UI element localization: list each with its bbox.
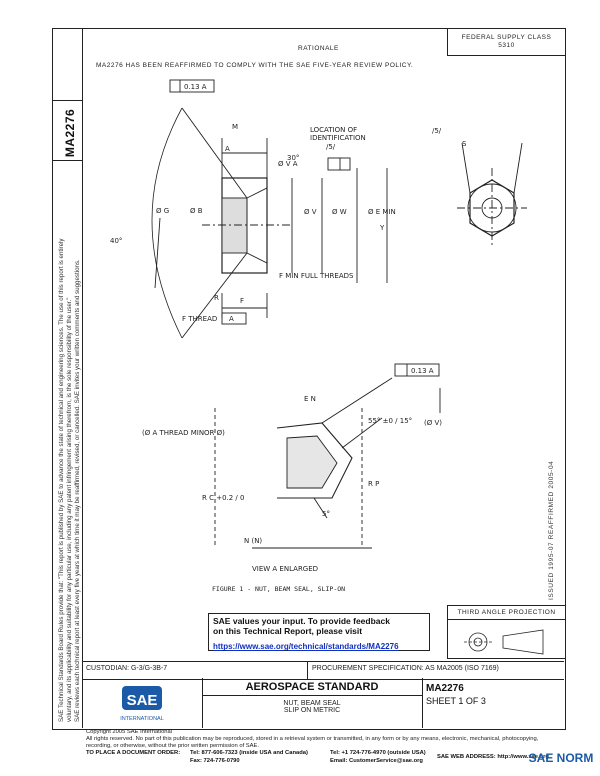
copyright: Copyright 2005 SAE International	[86, 729, 173, 735]
sheet-block: MA2276 SHEET 1 OF 3	[422, 678, 564, 728]
thread-a: F THREAD	[182, 315, 217, 323]
procurement: PROCUREMENT SPECIFICATION: AS MA2005 (IS…	[312, 665, 499, 672]
thread-section	[221, 197, 248, 254]
angle-arc	[151, 107, 183, 339]
loc-id-2: IDENTIFICATION	[310, 134, 366, 142]
dim-rp: R P	[368, 480, 379, 488]
chamfer	[246, 187, 268, 264]
technical-drawing: 0.13 A LOCATION OF IDENTIFICATION /5/ M …	[110, 79, 527, 593]
title-line-1: NUT, BEAM SEAL	[283, 700, 341, 707]
divider	[52, 100, 82, 101]
dim-w: Ø W	[332, 208, 347, 216]
logo-text: SAE	[127, 692, 158, 709]
projection-label: THIRD ANGLE PROJECTION	[448, 606, 565, 620]
tol-right: 0.13 A	[411, 367, 434, 375]
fed-supply-class: FEDERAL SUPPLY CLASS 5310	[461, 34, 552, 49]
left-note-3: SAE reviews each technical report at lea…	[74, 259, 81, 722]
standard-block: AEROSPACE STANDARD NUT, BEAM SEAL SLIP O…	[202, 678, 423, 728]
footer: Copyright 2005 SAE International All rig…	[86, 729, 538, 750]
fsc-box: FEDERAL SUPPLY CLASS 5310	[447, 28, 566, 56]
tolerance-frame-top	[169, 79, 215, 93]
divider	[307, 662, 308, 679]
standard-title: AEROSPACE STANDARD	[202, 678, 422, 696]
dim-b: Ø B	[190, 207, 203, 215]
custodian-row: CUSTODIAN: G-3/G-3B-7 PROCUREMENT SPECIF…	[82, 661, 564, 680]
watermark: SAE NORM	[528, 751, 594, 765]
sheet-number: SHEET 1 OF 3	[426, 696, 486, 706]
dim-y: Y	[379, 224, 385, 232]
view-a-profile	[276, 422, 353, 499]
projection-symbol-icon	[464, 629, 544, 655]
logo-sub: INTERNATIONAL	[120, 716, 164, 722]
dim-a: A	[225, 145, 230, 153]
left-note-1: SAE Technical Standards Board Rules prov…	[58, 238, 65, 723]
doc-number-vertical: MA2276	[63, 108, 78, 158]
dim-s-label: /5/	[432, 127, 442, 135]
rights: All rights reserved. No part of this pub…	[86, 736, 539, 742]
angle-5: 5°	[322, 510, 330, 518]
dim-r: R	[214, 294, 219, 302]
full-threads: F MIN FULL THREADS	[279, 272, 354, 280]
dim-g: Ø G	[156, 207, 169, 215]
doc-number: MA2276	[426, 683, 464, 694]
thread-ref: A	[229, 315, 234, 323]
dim-f: F	[240, 297, 244, 305]
title-line-2: SLIP ON METRIC	[283, 707, 341, 714]
feedback-line-1: SAE values your input. To provide feedba…	[213, 616, 390, 626]
issue-note: ISSUED 1995-07 REAFFIRMED 2005-04	[548, 460, 555, 600]
angle-55: 55° ±0 / 15°	[368, 417, 412, 425]
loc-id-3: /5/	[326, 143, 336, 151]
dim-rc: R C +0.2 / 0	[202, 494, 244, 502]
projection-box: THIRD ANGLE PROJECTION	[447, 605, 566, 659]
dim-m: M	[232, 123, 238, 131]
view-a-section	[286, 435, 338, 489]
tel-1: Tel: 877-606-7323 (inside USA and Canada…	[190, 750, 308, 756]
order-label: TO PLACE A DOCUMENT ORDER:	[86, 750, 181, 756]
feedback-box: SAE values your input. To provide feedba…	[208, 613, 430, 651]
feedback-link[interactable]: https://www.sae.org/technical/standards/…	[213, 642, 399, 651]
fax: Fax: 724-776-0790	[190, 758, 240, 764]
feedback-line-2: on this Technical Report, please visit	[213, 626, 363, 636]
tel-2: Tel: +1 724-776-4970 (outside USA)	[330, 750, 426, 756]
drawing-frame	[52, 28, 566, 730]
dim-e-min: Ø E MIN	[368, 208, 396, 216]
tol-top-label: 0.13 A	[184, 83, 207, 91]
rights-2: recording, or otherwise, without the pri…	[86, 743, 260, 749]
sae-logo-icon: SAE INTERNATIONAL	[120, 686, 164, 722]
web-address[interactable]: SAE WEB ADDRESS: http://www.sae.org	[437, 754, 549, 760]
tol-v: Ø V A	[278, 160, 298, 168]
angle-30: 30°	[287, 154, 299, 162]
email: Email: CustomerService@sae.org	[330, 758, 423, 764]
dim-cv: (Ø V)	[424, 419, 442, 427]
rationale-heading: RATIONALE	[298, 45, 339, 52]
dim-v: Ø V	[304, 208, 317, 216]
left-margin-column	[52, 28, 83, 728]
angle-40: 40°	[110, 237, 122, 245]
view-caption: VIEW A ENLARGED	[252, 565, 318, 573]
dim-en: E N	[304, 395, 316, 403]
dim-s: S	[462, 140, 467, 148]
left-note-2: voluntary, and its applicability and sui…	[66, 297, 73, 722]
dim-n: N (N)	[244, 537, 262, 545]
custodian: CUSTODIAN: G-3/G-3B-7	[86, 665, 168, 672]
rationale-text: MA2276 HAS BEEN REAFFIRMED TO COMPLY WIT…	[96, 62, 414, 69]
divider	[52, 160, 82, 161]
sae-logo: SAE INTERNATIONAL	[82, 678, 203, 728]
loc-id-1: LOCATION OF	[310, 126, 357, 134]
thread-minor: (Ø A THREAD MINOR Ø)	[142, 429, 225, 437]
figure-caption: FIGURE 1 - NUT, BEAM SEAL, SLIP-ON	[212, 585, 345, 593]
